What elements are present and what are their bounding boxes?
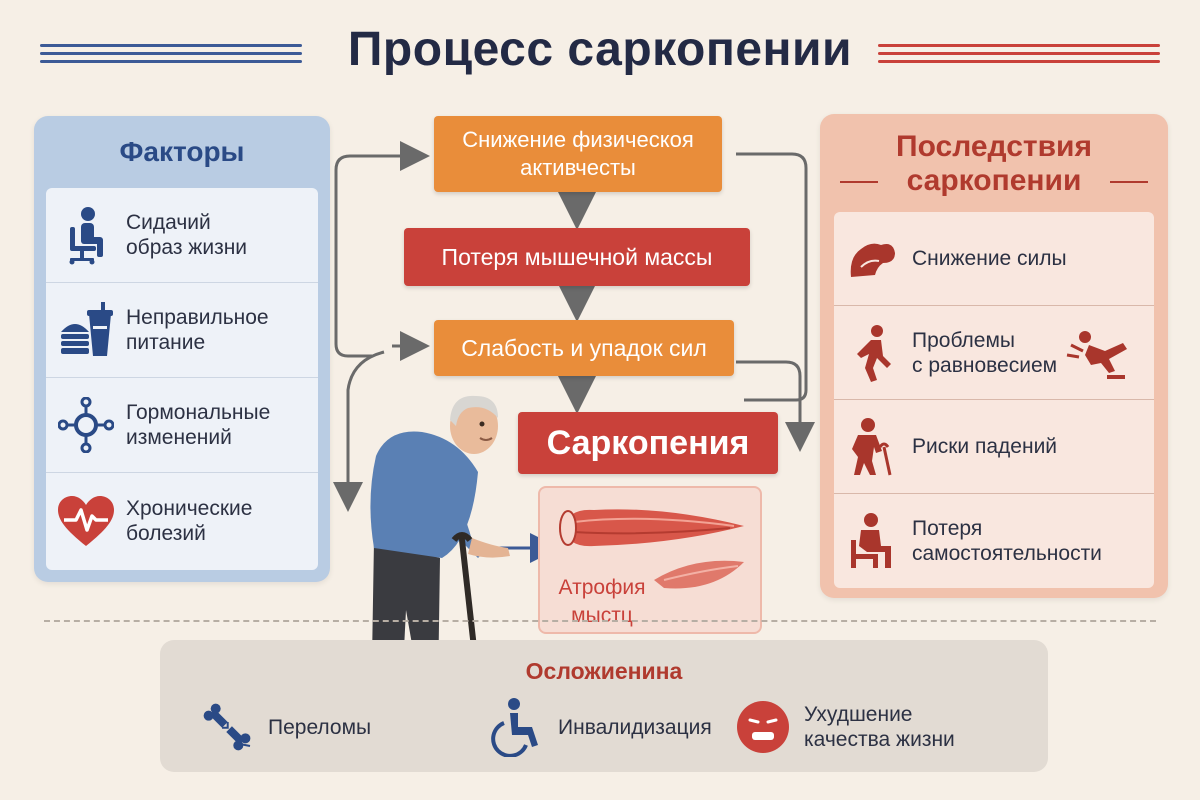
wheelchair-icon: [491, 698, 538, 757]
flow-result-sarcopenia: Саркопения: [518, 412, 778, 474]
complication-label: Инвалидизация: [558, 715, 712, 739]
flow-step-muscle-loss: Потеря мышечной массы: [404, 228, 750, 286]
muscle-atrophy-box: Атрофия мыстц: [538, 486, 762, 634]
consequences-list: Снижение силы Проблемы с равновесием: [834, 212, 1154, 588]
consequences-panel: Последствия саркопении Снижение силы Про…: [820, 114, 1168, 598]
title-decoration-right: [878, 44, 1160, 68]
consequence-item: Потеря самостоятельности: [834, 494, 1154, 588]
consequence-label: Снижение силы: [912, 247, 1067, 270]
factors-list: Сидачий образ жизни Неправильное питание: [46, 188, 318, 570]
muscle-icon: [559, 509, 744, 589]
balance-problem-icon: [1066, 330, 1128, 379]
factors-panel: Факторы Сидачий образ жизни: [34, 116, 330, 582]
heart-pulse-icon: [46, 494, 126, 548]
complication-label: Переломы: [268, 715, 372, 739]
complications-panel: Осложиенина Переломы Инвалидизация: [160, 640, 1048, 772]
fall-risk-icon: [834, 417, 912, 477]
title-decoration-left: [40, 44, 302, 68]
factor-label: Сидачий образ жизни: [126, 211, 248, 259]
complication-label: Ухудшение качества жизни: [804, 703, 955, 751]
factor-item: Неправильное питание: [46, 283, 318, 378]
dependence-icon: [834, 512, 912, 570]
loop-arrow-down: [333, 350, 385, 512]
sitting-person-icon: [46, 205, 126, 265]
broken-bone-icon: [203, 703, 251, 751]
complication-item: Инвалидизация: [486, 692, 712, 762]
right-arrow-mid: [736, 360, 815, 452]
factors-heading: Факторы: [119, 136, 245, 167]
consequence-item: Проблемы с равновесием: [834, 306, 1154, 400]
factor-item: Гормональные изменений: [46, 378, 318, 473]
consequence-item: Риски падений: [834, 400, 1154, 494]
factor-item: Хронические болезий: [46, 473, 318, 568]
complication-item: Переломы: [198, 692, 371, 762]
consequence-label: Проблемы с равновесием: [912, 328, 1058, 377]
hormone-network-icon: [46, 397, 126, 453]
page-title: Процесс саркопении: [347, 23, 853, 76]
factor-label: Неправильное питание: [126, 306, 269, 354]
factor-label: Гормональные изменений: [126, 401, 271, 449]
sad-face-icon: [737, 701, 789, 753]
heading-decoration-right: [1110, 181, 1148, 183]
fast-food-icon: [46, 302, 126, 358]
consequence-label: Риски падений: [912, 435, 1058, 458]
complications-heading: Осложиенина: [525, 658, 683, 684]
heading-decoration-left: [840, 181, 878, 183]
factor-label: Хронические болезий: [126, 496, 253, 545]
consequence-label: Потеря самостоятельности: [912, 517, 1102, 565]
loop-arrow-top: [334, 141, 430, 358]
weak-arm-icon: [834, 237, 912, 281]
factor-item: Сидачий образ жизни: [46, 188, 318, 283]
walking-person-icon: [834, 324, 912, 382]
consequences-heading: Последствия саркопении: [896, 130, 1092, 197]
complication-item: Ухудшение качества жизни: [734, 692, 955, 762]
flow-step-weakness: Слабость и упадок сил: [434, 320, 734, 376]
consequence-item: Снижение силы: [834, 212, 1154, 306]
section-divider: [44, 620, 1156, 622]
flow-step-activity-decline: Снижение физическоя активчесты: [434, 116, 722, 192]
